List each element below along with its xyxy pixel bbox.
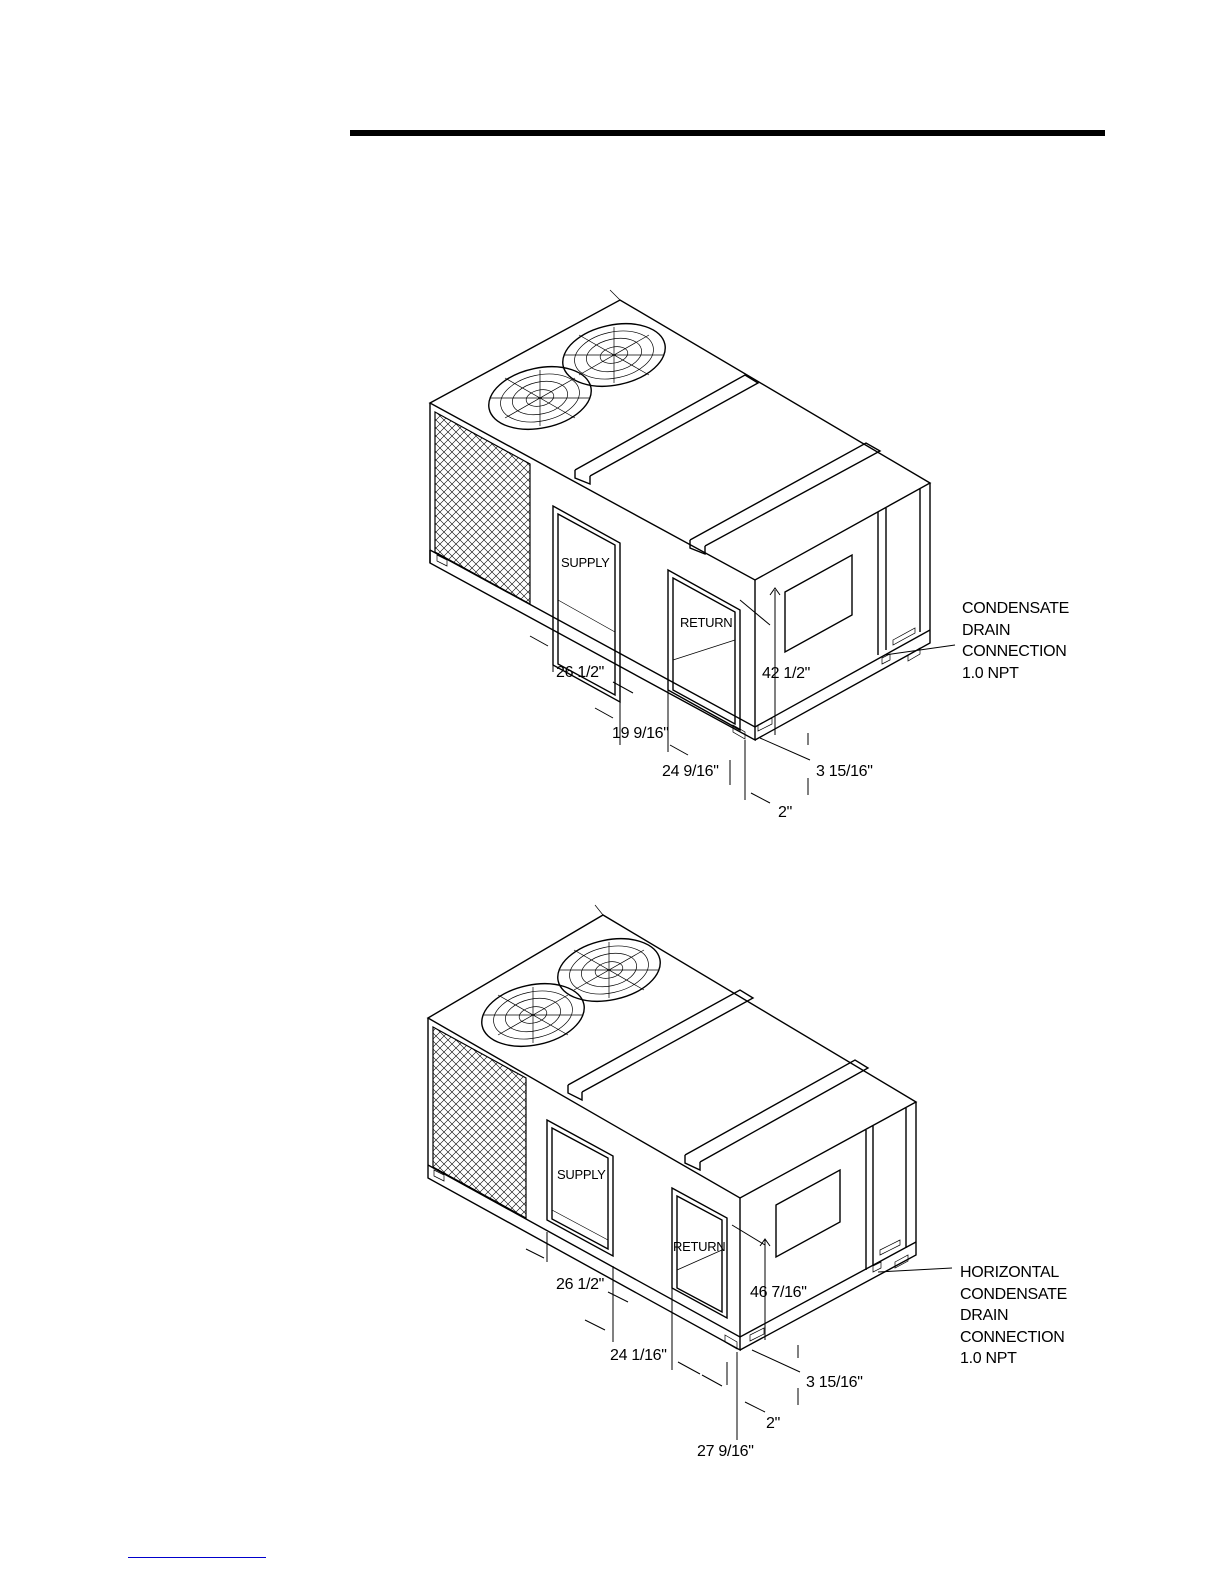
callout-line: HORIZONTAL [960,1262,1067,1284]
footer-link-underline[interactable] [128,1557,266,1558]
dimension-d1: 26 1/2" [556,1277,604,1293]
dimension-d3: 27 9/16" [697,1444,754,1460]
callout-line: 1.0 NPT [960,1348,1067,1370]
dimension-d4: 2" [766,1416,780,1432]
horizontal-condensate-callout: HORIZONTAL CONDENSATE DRAIN CONNECTION 1… [960,1262,1067,1370]
supply-opening-label: SUPPLY [557,1168,606,1181]
dimension-base: 3 15/16" [806,1375,863,1391]
callout-line: DRAIN [960,1305,1067,1327]
return-opening-label: RETURN [673,1240,725,1253]
coil-grille [433,1027,526,1218]
callout-line: CONNECTION [960,1327,1067,1349]
callout-line: CONDENSATE [960,1284,1067,1306]
fan-grille-icon [476,975,590,1055]
dimension-height: 46 7/16" [750,1285,807,1301]
dimension-d2: 24 1/16" [610,1348,667,1364]
